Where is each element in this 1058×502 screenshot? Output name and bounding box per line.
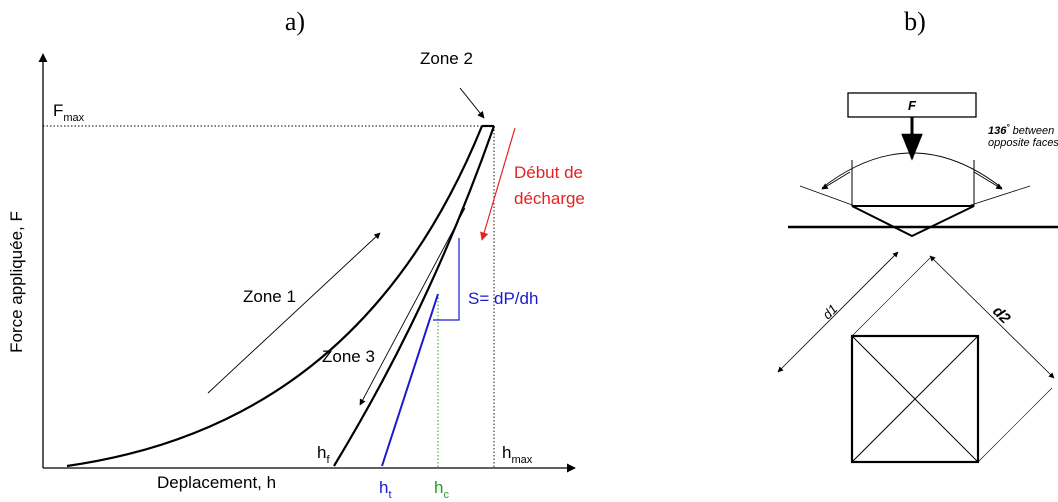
panel-a-label: a) xyxy=(285,7,305,36)
ht-label: ht xyxy=(379,478,392,501)
angle-label-line1: 136° between xyxy=(988,123,1054,137)
d2-arrow-line xyxy=(929,255,1055,379)
unload-start-label-line1: Début de xyxy=(514,163,583,182)
fmax-label: Fmax xyxy=(53,101,85,124)
angle-arrow-right xyxy=(973,171,1003,190)
angle-arc xyxy=(821,152,1003,189)
d1-extension-top xyxy=(851,257,931,337)
x-axis-label: Deplacement, h xyxy=(157,473,276,492)
angle-label-line2: opposite faces xyxy=(988,137,1058,149)
d2-label: d2 xyxy=(989,303,1014,328)
d1-arrow-line xyxy=(777,251,899,373)
angle-arrow-left xyxy=(821,171,851,190)
zone3-arrow xyxy=(359,207,466,406)
loading-curve xyxy=(66,125,484,468)
zone1-arrow xyxy=(207,232,381,394)
face-line-right xyxy=(967,185,1031,207)
d1-extension-bottom xyxy=(977,387,1053,463)
unload-start-arrow xyxy=(480,127,516,241)
zone1-label: Zone 1 xyxy=(243,287,296,306)
stiffness-label: S= dP/dh xyxy=(468,289,538,308)
face-line-left xyxy=(799,185,856,207)
stiffness-triangle xyxy=(433,238,460,321)
indenter-tip xyxy=(851,205,975,238)
d1-label: d1 xyxy=(820,301,841,322)
hmax-label: hmax xyxy=(502,443,533,466)
zone2-label: Zone 2 xyxy=(420,49,473,68)
unloading-curve xyxy=(333,125,496,467)
tangent-line xyxy=(381,293,439,467)
panel-b-label: b) xyxy=(904,7,926,36)
unload-start-label-line2: décharge xyxy=(514,189,585,208)
force-label: F xyxy=(908,98,917,113)
hc-label: hc xyxy=(434,478,449,501)
panel-b: b) F 136° between opposite faces d1 d2 xyxy=(777,7,1058,464)
zone3-label: Zone 3 xyxy=(322,347,375,366)
y-axis-label: Force appliquée, F xyxy=(7,211,26,353)
hf-label: hf xyxy=(317,443,330,466)
panel-a: a) Force appliquée, F Deplacement, h Fma… xyxy=(7,7,585,501)
zone2-arrow xyxy=(459,87,485,119)
